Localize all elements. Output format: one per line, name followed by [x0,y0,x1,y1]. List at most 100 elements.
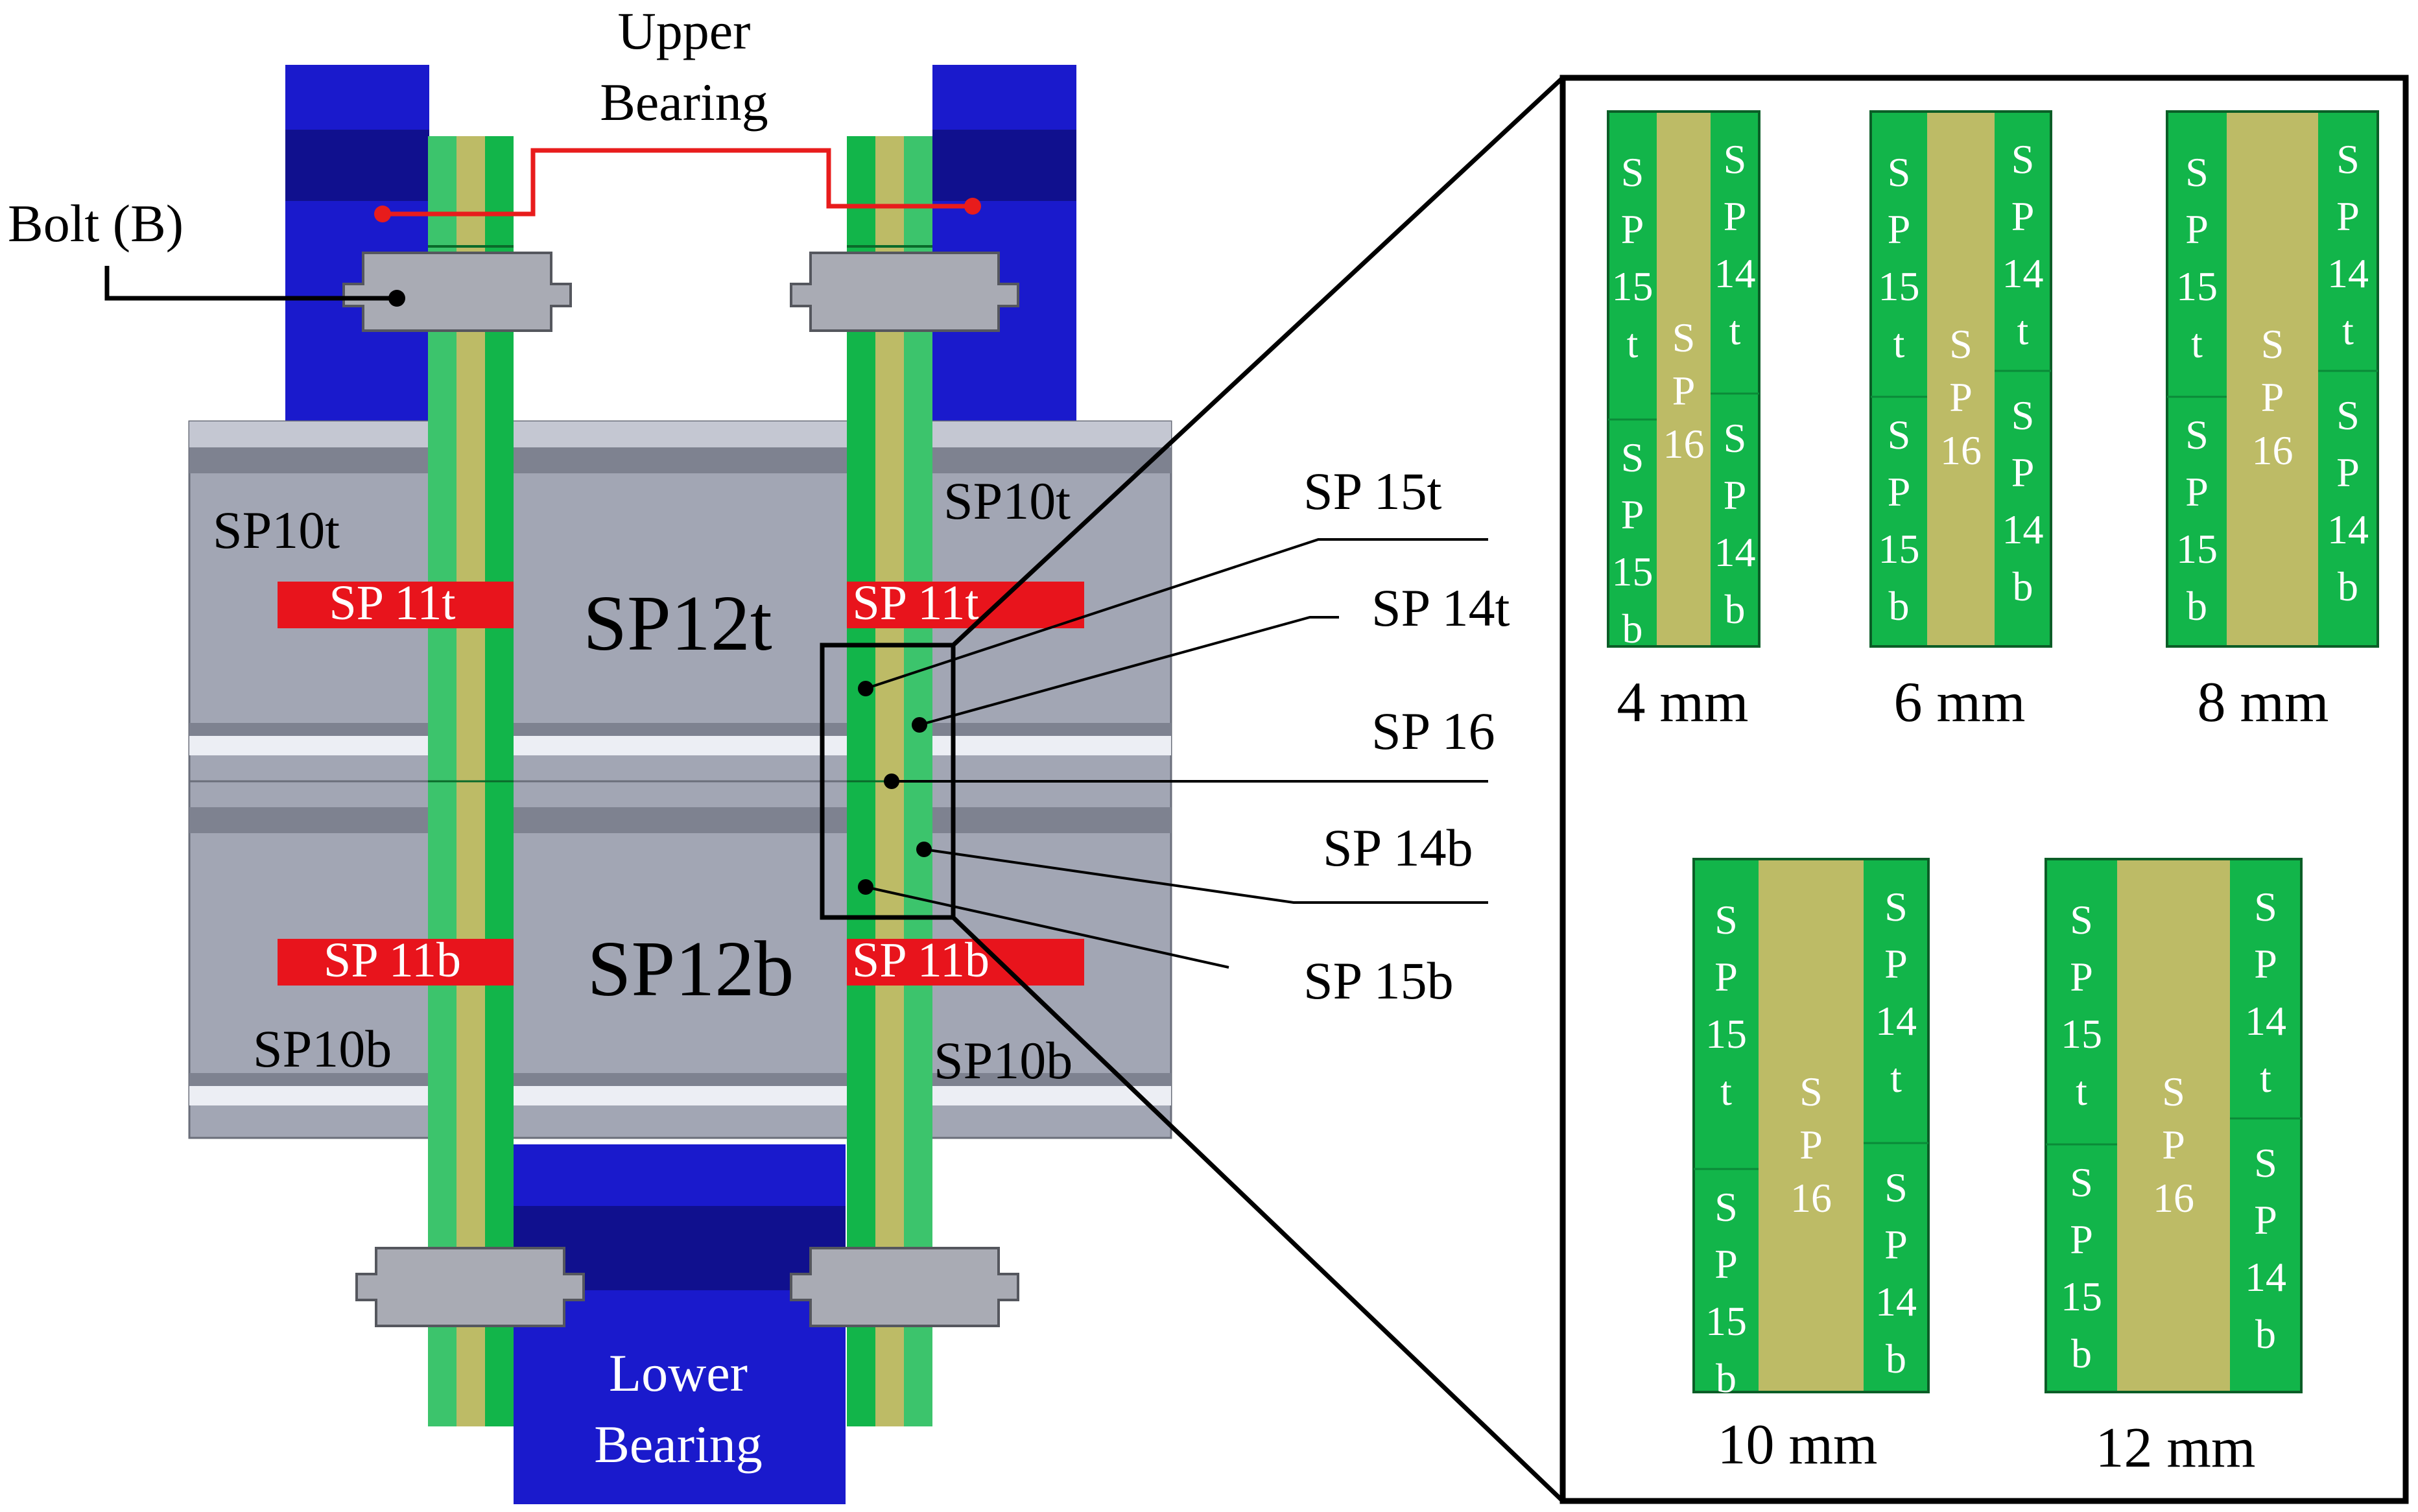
upper-bearing-right-block [932,65,1076,428]
strip-core [1759,859,1864,1392]
sp10b-right-label: SP10b [934,1031,1073,1090]
callout-dot-sp14b [916,842,932,857]
label-sp14t-char-1: P [1724,193,1747,239]
label-sp16-char-0: S [1799,1069,1823,1115]
label-sp15t-char-2: 15 [1612,263,1653,309]
label-sp14b-char-1: P [2254,1197,2277,1243]
strip-core [2227,112,2318,646]
label-sp16-char-2: 16 [2252,427,2294,473]
label-sp14t-char-0: S [1724,136,1747,182]
bolt-upper-left [342,252,572,332]
callout-leader-sp15t [865,538,1488,690]
label-sp15t-char-2: 15 [2176,263,2218,309]
label-sp14t-char-2: 14 [2002,250,2044,296]
strip-left [1608,112,1657,646]
label-sp14b-char-2: 14 [2002,506,2044,552]
label-sp15b-char-2: 15 [2061,1273,2102,1319]
sp11b-right-label: SP 11b [852,933,990,987]
label-sp15t-char-3: t [1893,320,1905,366]
bolt-leader-dot [388,290,405,307]
label-sp15b-char-3: b [1622,606,1643,652]
strip-outline [2045,858,2303,1393]
label-sp15b-char-0: S [1714,1184,1738,1230]
bolt-lower-right [790,1247,1019,1327]
label-sp14b-char-2: 14 [2327,506,2369,552]
label-sp16-char-1: P [1949,374,1973,420]
upper-bearing-right-shade [932,130,1076,201]
strip-left [2167,112,2227,646]
label-sp14b-char-3: b [1725,586,1746,632]
strip-set-caption: 6 mm [1894,671,2026,734]
sp11b-right-bar [847,939,1084,986]
sp10t-right-label: SP10t [943,471,1071,530]
strip-right [1711,112,1759,646]
strip-outline [1692,858,1930,1393]
label-sp15b-char-3: b [1716,1355,1736,1401]
callout-label-sp15t: SP 15t [1303,462,1442,521]
label-sp14b-char-1: P [2011,449,2035,495]
label-sp14t-char-1: P [1884,941,1908,987]
strip-right [2230,859,2301,1392]
label-sp14t-char-2: 14 [1714,250,1756,296]
label-sp15b-char-2: 15 [1705,1298,1747,1344]
label-sp15t-char-3: t [1720,1068,1732,1114]
strip-right [2318,112,2378,646]
label-sp14b-char-0: S [1724,415,1747,461]
callout-dot-sp14t [912,717,927,733]
label-sp14t-char-1: P [2336,193,2360,239]
plate-mid-groove-top [189,723,1171,736]
label-sp14b-char-3: b [1886,1336,1906,1382]
label-sp15b-char-1: P [1888,469,1911,515]
label-sp14t-char-2: 14 [2245,998,2286,1044]
label-sp14t-char-3: t [1890,1055,1902,1101]
label-sp15b-char-2: 15 [2176,526,2218,572]
label-sp14t-char-3: t [2342,307,2354,353]
label-sp14b-char-1: P [2336,449,2360,495]
label-sp14b-char-1: P [1724,472,1747,518]
strip-left [1871,112,1927,646]
label-sp14t-char-2: 14 [2327,250,2369,296]
strip-set-caption: 10 mm [1718,1413,1878,1476]
label-sp15b-char-3: b [1889,583,1910,629]
upper-bearing-label-line1: Upper [618,1,751,60]
callout-dot-sp15t [858,681,873,696]
label-sp14b-char-1: P [1884,1222,1908,1268]
upper-bearing-indicator-line [383,148,973,217]
callout-label-sp15b: SP 15b [1303,951,1454,1010]
strip-right [1864,859,1928,1392]
label-sp14t-char-3: t [1729,307,1741,353]
label-sp15b-char-3: b [2071,1330,2092,1376]
label-sp15t-char-3: t [1627,320,1639,366]
strip-right [1995,112,2051,646]
label-sp14b-char-0: S [2336,392,2360,438]
lower-bearing-label-line2: Bearing [594,1415,763,1474]
label-sp15t-char-2: 15 [1705,1011,1747,1057]
label-sp15b-char-2: 15 [1612,549,1653,595]
label-sp15t-char-0: S [1888,149,1911,195]
label-sp14t-char-0: S [2011,136,2035,182]
plate-top-band [189,421,1171,447]
label-sp15b-char-3: b [2187,583,2207,629]
sp11t-right-bar [847,582,1084,628]
assembly-drawing: Upper Bearing Bolt (B) SP10t SP10t SP10b… [8,1,1565,1504]
sp11t-right-label: SP 11t [852,576,978,630]
label-sp16-char-1: P [1672,368,1696,414]
callout-leader-sp14b [923,848,1488,904]
label-sp15t-char-0: S [2185,149,2209,195]
label-sp16-char-0: S [1949,321,1973,367]
bolt-upper-right [790,252,1019,332]
label-sp15t-char-2: 15 [2061,1011,2102,1057]
upper-bearing-left-shade [285,130,429,201]
label-sp14t-char-1: P [2011,193,2035,239]
label-sp16-char-1: P [2261,374,2284,420]
label-sp15b-char-1: P [1621,491,1644,537]
lower-bearing-block [514,1144,846,1504]
label-sp16-char-0: S [2162,1069,2185,1115]
label-sp15t-char-1: P [1888,206,1911,252]
